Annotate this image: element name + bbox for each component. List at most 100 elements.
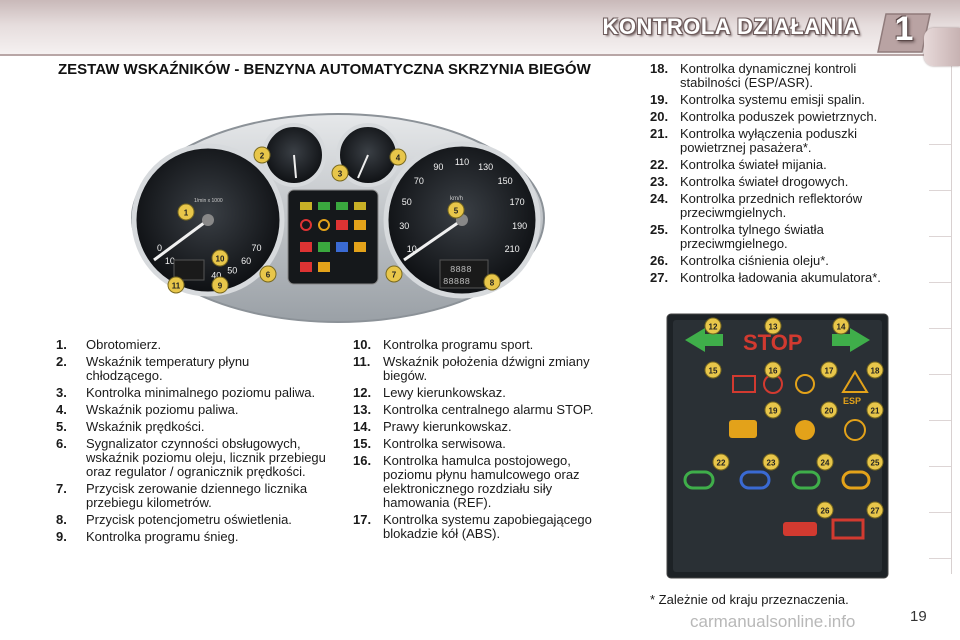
callout-badge xyxy=(447,201,465,219)
item-text: Obrotomierz. xyxy=(86,337,162,352)
callout-badge xyxy=(764,401,782,419)
item-text: Kontrolka dynamicznej kontroli stabilnoś… xyxy=(680,61,857,90)
list-item: 6.Sygnalizator czynności obsługowych, ws… xyxy=(56,437,326,479)
item-number: 10. xyxy=(353,337,372,352)
chapter-tab[interactable] xyxy=(929,328,951,375)
main-beam-lamp-icon xyxy=(739,470,771,490)
gauge-tick-label: 110 xyxy=(455,157,469,167)
list-item: 24.Kontrolka przednich reflektorów przec… xyxy=(650,192,915,220)
chapter-tab[interactable] xyxy=(929,558,951,605)
item-text: Wskaźnik położenia dźwigni zmiany biegów… xyxy=(383,354,590,383)
chapter-tab[interactable] xyxy=(929,236,951,283)
item-text: Przycisk zerowanie dziennego licznika pr… xyxy=(86,481,308,510)
item-text: Kontrolka systemu zapobiegającego blokad… xyxy=(383,512,592,541)
callout-badge xyxy=(385,265,403,283)
item-text: Lewy kierunkowskaz. xyxy=(383,385,506,400)
item-text: Kontrolka wyłączenia poduszki powietrzne… xyxy=(680,126,858,155)
list-item: 17.Kontrolka systemu zapobiegającego blo… xyxy=(353,513,603,541)
callout-number: 16 xyxy=(769,367,778,376)
list-item: 21. Kontrolka wyłączenia poduszki powietr… xyxy=(650,127,915,155)
item-text: Kontrolka przednich reflektorów przeciwm… xyxy=(680,191,863,220)
item-text: Kontrolka minimalnego poziomu paliwa. xyxy=(86,385,316,400)
item-number: 5. xyxy=(56,419,67,434)
gear-indicator-display xyxy=(173,259,205,281)
item-text: Przycisk potencjometru oświetlenia. xyxy=(86,512,292,527)
callout-badge xyxy=(816,453,834,471)
callout-badge xyxy=(211,276,229,294)
chapter-tab[interactable] xyxy=(929,190,951,237)
item-number: 13. xyxy=(353,402,372,417)
list-item: 1.Obrotomierz. xyxy=(56,338,326,352)
callout-number: 8 xyxy=(490,279,495,288)
tachometer-caption: 1/min x 1000 xyxy=(194,198,223,204)
section-title: ZESTAW WSKAŹNIKÓW - BENZYNA AUTOMATYCZNA… xyxy=(58,61,591,78)
speedometer-needle xyxy=(403,218,463,262)
chapter-tab[interactable] xyxy=(929,144,951,191)
item-text: Prawy kierunkowskaz. xyxy=(383,419,512,434)
header-rule xyxy=(0,54,960,56)
list-item: 20.Kontrolka poduszek powietrznych. xyxy=(650,110,915,124)
gauge-tick-label: 190 xyxy=(512,221,527,231)
gauge-tick-label: 60 xyxy=(241,256,251,266)
item-text: Kontrolka poduszek powietrznych. xyxy=(680,109,878,124)
list-item: 25.Kontrolka tylnego światła przeciwmgie… xyxy=(650,223,915,251)
speedometer-caption: km/h xyxy=(450,196,463,202)
battery-charge-lamp-icon xyxy=(831,518,865,540)
list-item: 10.Kontrolka programu sport. xyxy=(353,338,603,352)
item-number: 23. xyxy=(650,174,669,189)
gauge-tick-label: 10 xyxy=(165,256,175,266)
callout-badge xyxy=(866,453,884,471)
chapter-tab[interactable] xyxy=(929,282,951,329)
callout-badge xyxy=(820,401,838,419)
item-number: 16. xyxy=(353,453,372,468)
watermark: carmanualsonline.info xyxy=(690,612,856,631)
callout-number: 18 xyxy=(871,367,880,376)
callout-number: 7 xyxy=(392,271,397,280)
callout-number: 12 xyxy=(709,323,718,332)
chapter-tab[interactable] xyxy=(929,420,951,467)
callout-number: 13 xyxy=(769,323,778,332)
item-number: 21. xyxy=(650,126,669,141)
chapter-tab[interactable] xyxy=(929,374,951,421)
legend-list-middle: 10.Kontrolka programu sport. 11.Wskaźnik… xyxy=(353,338,603,544)
callout-badge xyxy=(389,148,407,166)
chapter-tab[interactable] xyxy=(929,466,951,513)
list-item: 15.Kontrolka serwisowa. xyxy=(353,437,603,451)
gauge-tick-label: 30 xyxy=(399,221,409,231)
item-number: 15. xyxy=(353,436,372,451)
gauge-tick-label: 70 xyxy=(414,176,424,186)
callout-number: 17 xyxy=(825,367,834,376)
item-number: 14. xyxy=(353,419,372,434)
chapter-badge-icon xyxy=(877,13,931,53)
page-header-title: KONTROLA DZIAŁANIA xyxy=(602,14,860,39)
gauge-tick-label: 210 xyxy=(505,244,520,254)
rear-fog-lamp-icon xyxy=(841,470,871,490)
callout-number: 2 xyxy=(260,152,265,161)
item-text: Kontrolka programu śnieg. xyxy=(86,529,239,544)
footnote: * Zależnie od kraju przeznaczenia. xyxy=(650,592,849,607)
item-number: 8. xyxy=(56,512,67,527)
list-item: 23.Kontrolka świateł drogowych. xyxy=(650,175,915,189)
callout-badge xyxy=(253,146,271,164)
callout-badge xyxy=(167,276,185,294)
header-band xyxy=(0,0,960,56)
list-item: 22.Kontrolka świateł mijania. xyxy=(650,158,915,172)
callout-number: 24 xyxy=(821,459,830,468)
list-item: 8. Przycisk potencjometru oświetlenia. xyxy=(56,513,326,527)
item-text: Wskaźnik temperatury płynu chłodzącego. xyxy=(86,354,250,383)
callout-badge xyxy=(866,501,884,519)
list-item: 3.Kontrolka minimalnego poziomu paliwa. xyxy=(56,386,326,400)
item-text: Kontrolka centralnego alarmu STOP. xyxy=(383,402,594,417)
gauge-tick-label: 90 xyxy=(433,162,443,172)
gauge-tick-label: 70 xyxy=(251,243,261,253)
list-item: 2.Wskaźnik temperatury płynu chłodzącego… xyxy=(56,355,326,383)
callout-badge xyxy=(712,453,730,471)
legend-list-right: 18.Kontrolka dynamicznej kontroli stabil… xyxy=(650,62,915,288)
callout-badge xyxy=(866,401,884,419)
chapter-tab[interactable] xyxy=(929,512,951,559)
esp-lamp-text: ESP xyxy=(843,396,861,406)
chapter-tab-active[interactable] xyxy=(924,28,960,66)
